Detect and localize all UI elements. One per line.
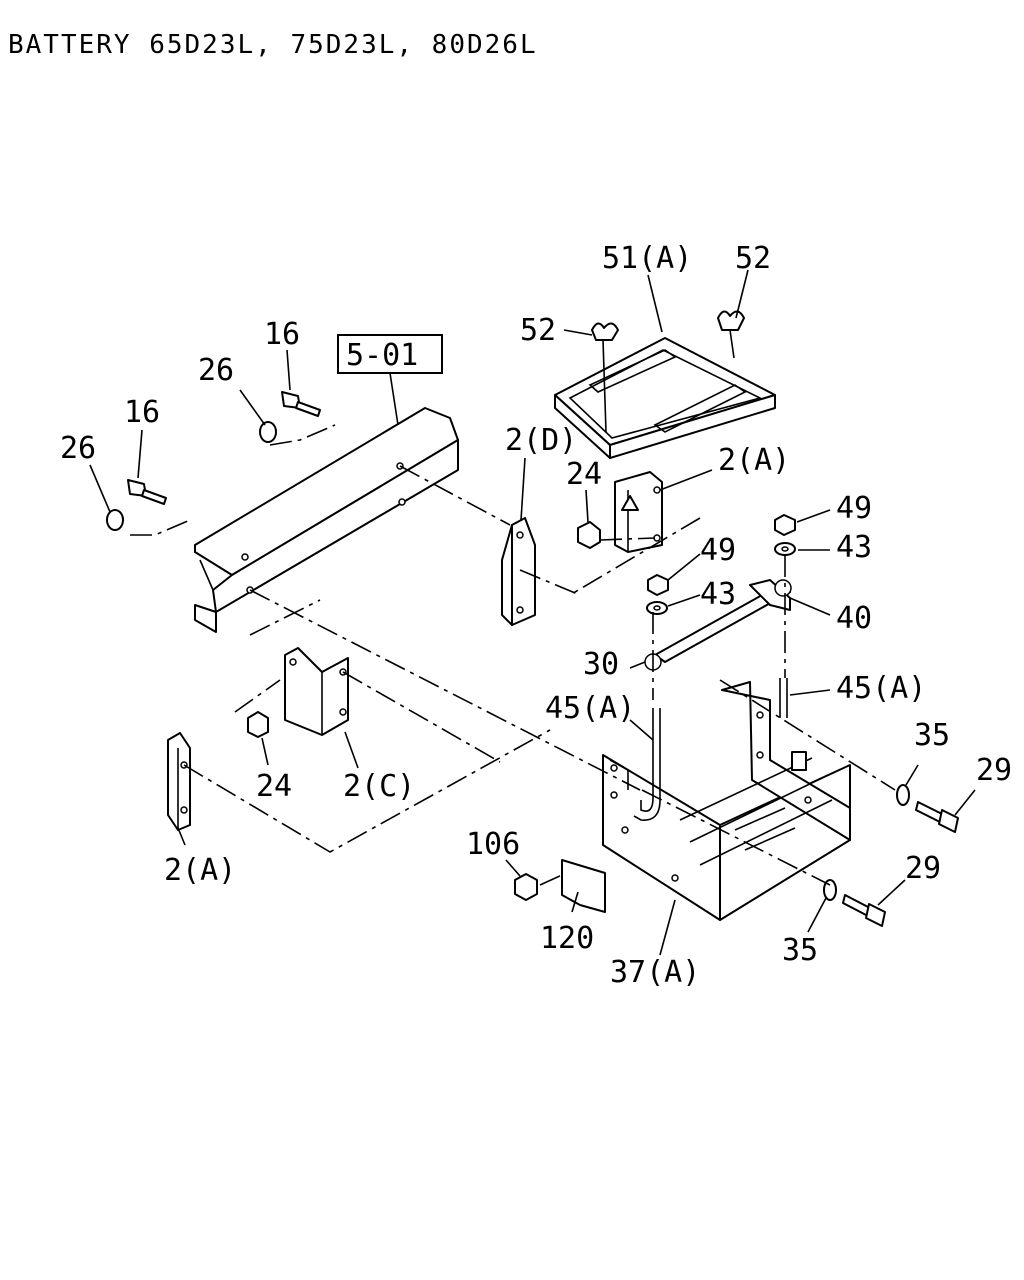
label-16-upper: 16 (264, 317, 300, 352)
label-16-lower: 16 (124, 395, 160, 430)
label-26-lower: 26 (60, 431, 96, 466)
washer-35-lower (823, 879, 837, 901)
label-49-lower: 49 (700, 533, 736, 568)
label-37a: 37(A) (610, 955, 700, 990)
label-45a-left: 45(A) (545, 691, 635, 726)
washer-26-lower (106, 509, 124, 531)
washer-26-upper (259, 421, 277, 443)
washer-35-upper (896, 784, 910, 806)
bolt-29-lower (842, 894, 886, 927)
plate-120 (561, 859, 606, 913)
nut-24-lower (247, 711, 269, 738)
nut-24-upper (577, 521, 601, 549)
bolt-16-upper (281, 391, 321, 417)
bolt-16-lower (127, 479, 167, 505)
hook-bolt-left (633, 708, 661, 821)
frame-rail (194, 407, 459, 633)
bracket-2a-upper (614, 471, 663, 553)
wing-nut-right (717, 310, 745, 359)
label-51a: 51(A) (602, 241, 692, 276)
bolt-29-upper (915, 801, 959, 833)
label-35-lower: 35 (782, 933, 818, 968)
wing-nut-left (591, 322, 619, 433)
bracket-2c (284, 647, 349, 736)
label-30: 30 (583, 647, 619, 682)
label-40: 40 (836, 601, 872, 636)
label-49-upper: 49 (836, 491, 872, 526)
label-43-upper: 43 (836, 530, 872, 565)
reference-box-label: 5-01 (346, 338, 418, 373)
leader-lines (89, 269, 976, 956)
label-26-upper: 26 (198, 353, 234, 388)
label-2a-upper: 2(A) (718, 443, 790, 478)
reference-box: 5-01 (337, 334, 443, 426)
label-43-lower: 43 (700, 577, 736, 612)
label-24-lower: 24 (256, 769, 292, 804)
label-52-left: 52 (520, 313, 556, 348)
label-2c: 2(C) (343, 769, 415, 804)
label-106: 106 (466, 827, 520, 862)
battery-tray (602, 681, 851, 921)
diagram-title: BATTERY 65D23L, 75D23L, 80D26L (8, 30, 538, 60)
label-52-right: 52 (735, 241, 771, 276)
label-120: 120 (540, 921, 594, 956)
bracket-2d (501, 517, 536, 626)
bracket-2a-lower (167, 732, 191, 831)
washer-43-upper (774, 542, 796, 556)
label-45a-right: 45(A) (836, 671, 926, 706)
hook-bolt-right (779, 678, 788, 718)
label-29-upper: 29 (976, 753, 1012, 788)
label-29-lower: 29 (905, 851, 941, 886)
label-24-upper: 24 (566, 457, 602, 492)
label-2d: 2(D) (505, 423, 577, 458)
label-2a-lower: 2(A) (164, 853, 236, 888)
battery-cover (554, 337, 776, 459)
assembly-lines (130, 424, 896, 886)
part-labels: 51(A) 52 52 16 26 16 26 2(D) 24 2(A) 49 … (60, 241, 1012, 990)
nut-106 (514, 873, 538, 901)
nut-49-upper (774, 514, 796, 536)
label-35-upper: 35 (914, 718, 950, 753)
nut-49-lower (647, 574, 669, 596)
washer-43-lower (646, 601, 668, 615)
